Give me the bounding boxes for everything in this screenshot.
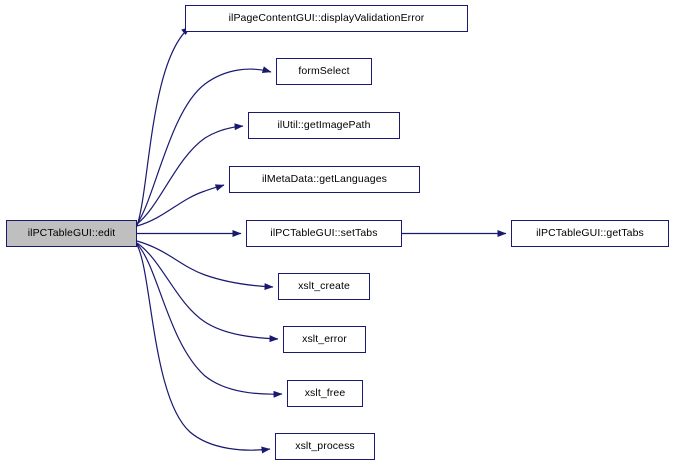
- node-xslt-create[interactable]: xslt_create: [278, 273, 370, 300]
- node-label: ilPCTableGUI::setTabs: [270, 227, 378, 240]
- node-label: xslt_free: [304, 387, 346, 400]
- edge-root-to-getImagePath: [136, 123, 244, 225]
- node-ilpagecontentgui-displayvalidationerror[interactable]: ilPageContentGUI::displayValidationError: [185, 5, 468, 32]
- node-ilpctablegui-gettabs[interactable]: ilPCTableGUI::getTabs: [511, 220, 669, 247]
- node-label: ilPageContentGUI::displayValidationError: [228, 12, 425, 25]
- node-label: ilMetaData::getLanguages: [262, 173, 387, 186]
- edge-root-to-xslt_error: [136, 242, 279, 343]
- node-ilpctablegui-edit[interactable]: ilPCTableGUI::edit: [6, 220, 137, 247]
- edge-root-to-xslt_free: [136, 243, 283, 398]
- node-label: ilPCTableGUI::getTabs: [536, 227, 644, 240]
- edge-root-to-getLanguages: [136, 184, 225, 227]
- edge-root-to-xslt_create: [136, 240, 274, 291]
- node-ilutil-getimagepath[interactable]: ilUtil::getImagePath: [248, 112, 400, 139]
- node-formselect[interactable]: formSelect: [276, 58, 372, 85]
- node-ilpctablegui-settabs[interactable]: ilPCTableGUI::setTabs: [246, 220, 402, 247]
- edge-root-to-formSelect: [136, 66, 272, 225]
- node-xslt-process[interactable]: xslt_process: [275, 433, 375, 460]
- node-label: xslt_error: [302, 333, 347, 346]
- node-xslt-error[interactable]: xslt_error: [283, 326, 366, 353]
- node-ilmetadata-getlanguages[interactable]: ilMetaData::getLanguages: [229, 166, 420, 193]
- node-label: xslt_create: [298, 280, 350, 293]
- node-label: ilUtil::getImagePath: [277, 119, 371, 132]
- node-label: ilPCTableGUI::edit: [27, 227, 116, 240]
- edge-root-to-displayValidationError: [136, 26, 191, 227]
- node-label: formSelect: [298, 65, 350, 78]
- edge-root-to-xslt_process: [136, 244, 271, 454]
- node-xslt-free[interactable]: xslt_free: [287, 380, 363, 407]
- node-label: xslt_process: [295, 440, 355, 453]
